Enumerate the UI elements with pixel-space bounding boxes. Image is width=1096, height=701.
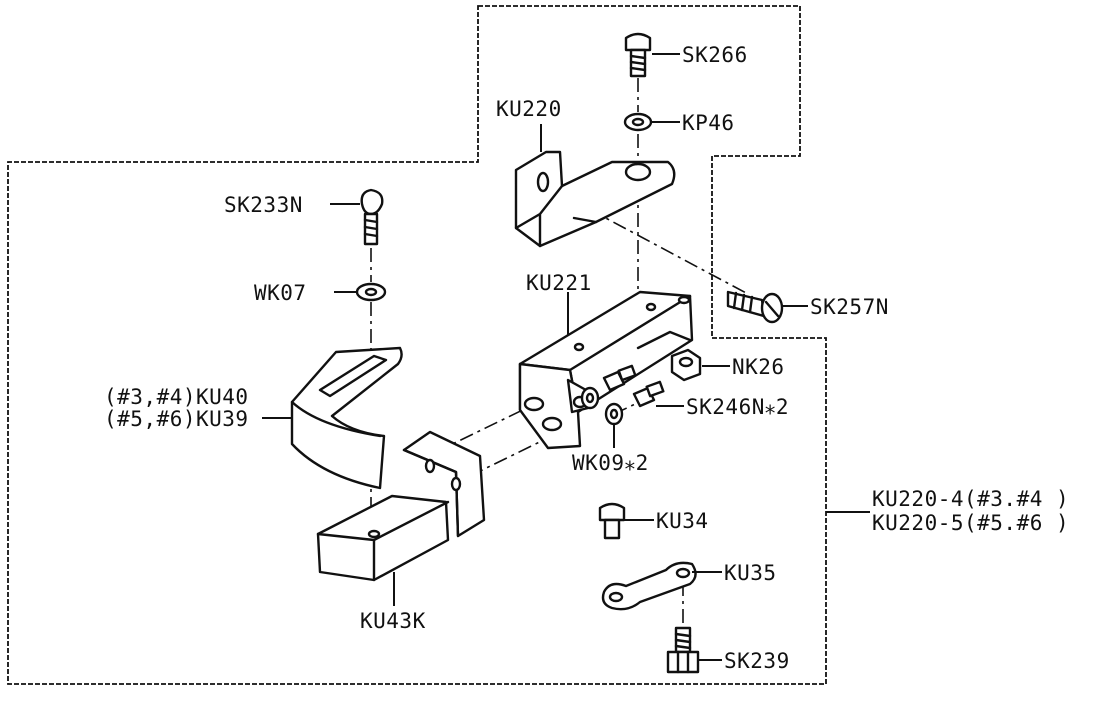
ku220-bracket-part [514, 150, 676, 248]
assembly-boundary [7, 5, 827, 685]
label-ku34: KU34 [656, 509, 709, 533]
label-wk09: WK09⁎2 [572, 451, 649, 475]
sk257n-screw-part [726, 290, 784, 324]
label-assembly-line1: KU220-4(#3.#4 ) [872, 487, 1069, 511]
label-ku220: KU220 [496, 97, 562, 121]
ku34-screw-part [598, 502, 626, 540]
label-assembly-line2: KU220-5(#5.#6 ) [872, 511, 1069, 535]
label-nk26: NK26 [732, 355, 785, 379]
sk239-screw-part [666, 626, 700, 674]
wk09-washers-part [580, 386, 624, 426]
leader-lines [262, 53, 808, 661]
label-kp46: KP46 [682, 111, 735, 135]
kp46-washer-part [623, 112, 653, 132]
label-sk239: SK239 [724, 649, 790, 673]
sk266-screw-part [624, 32, 652, 78]
sk233n-screw-part [360, 188, 384, 246]
sk246n-screws-part [602, 364, 665, 408]
ku40-ku39-guide-part [290, 346, 403, 490]
label-wk07: WK07 [254, 281, 307, 305]
label-ku221: KU221 [526, 271, 592, 295]
label-ku35: KU35 [724, 561, 777, 585]
ku221-block-part [518, 290, 694, 450]
label-sk257n: SK257N [810, 295, 889, 319]
label-sk233n: SK233N [224, 193, 303, 217]
wk07-washer-part [355, 282, 387, 302]
label-sk266: SK266 [682, 43, 748, 67]
label-ku39: (#5,#6)KU39 [104, 407, 249, 431]
ku35-link-part [601, 561, 697, 611]
nk26-nut-part [670, 348, 702, 382]
label-ku40: (#3,#4)KU40 [104, 385, 249, 409]
label-ku43k: KU43K [360, 609, 426, 633]
label-sk246n: SK246N⁎2 [686, 395, 789, 419]
ku43k-base-part [316, 430, 486, 582]
